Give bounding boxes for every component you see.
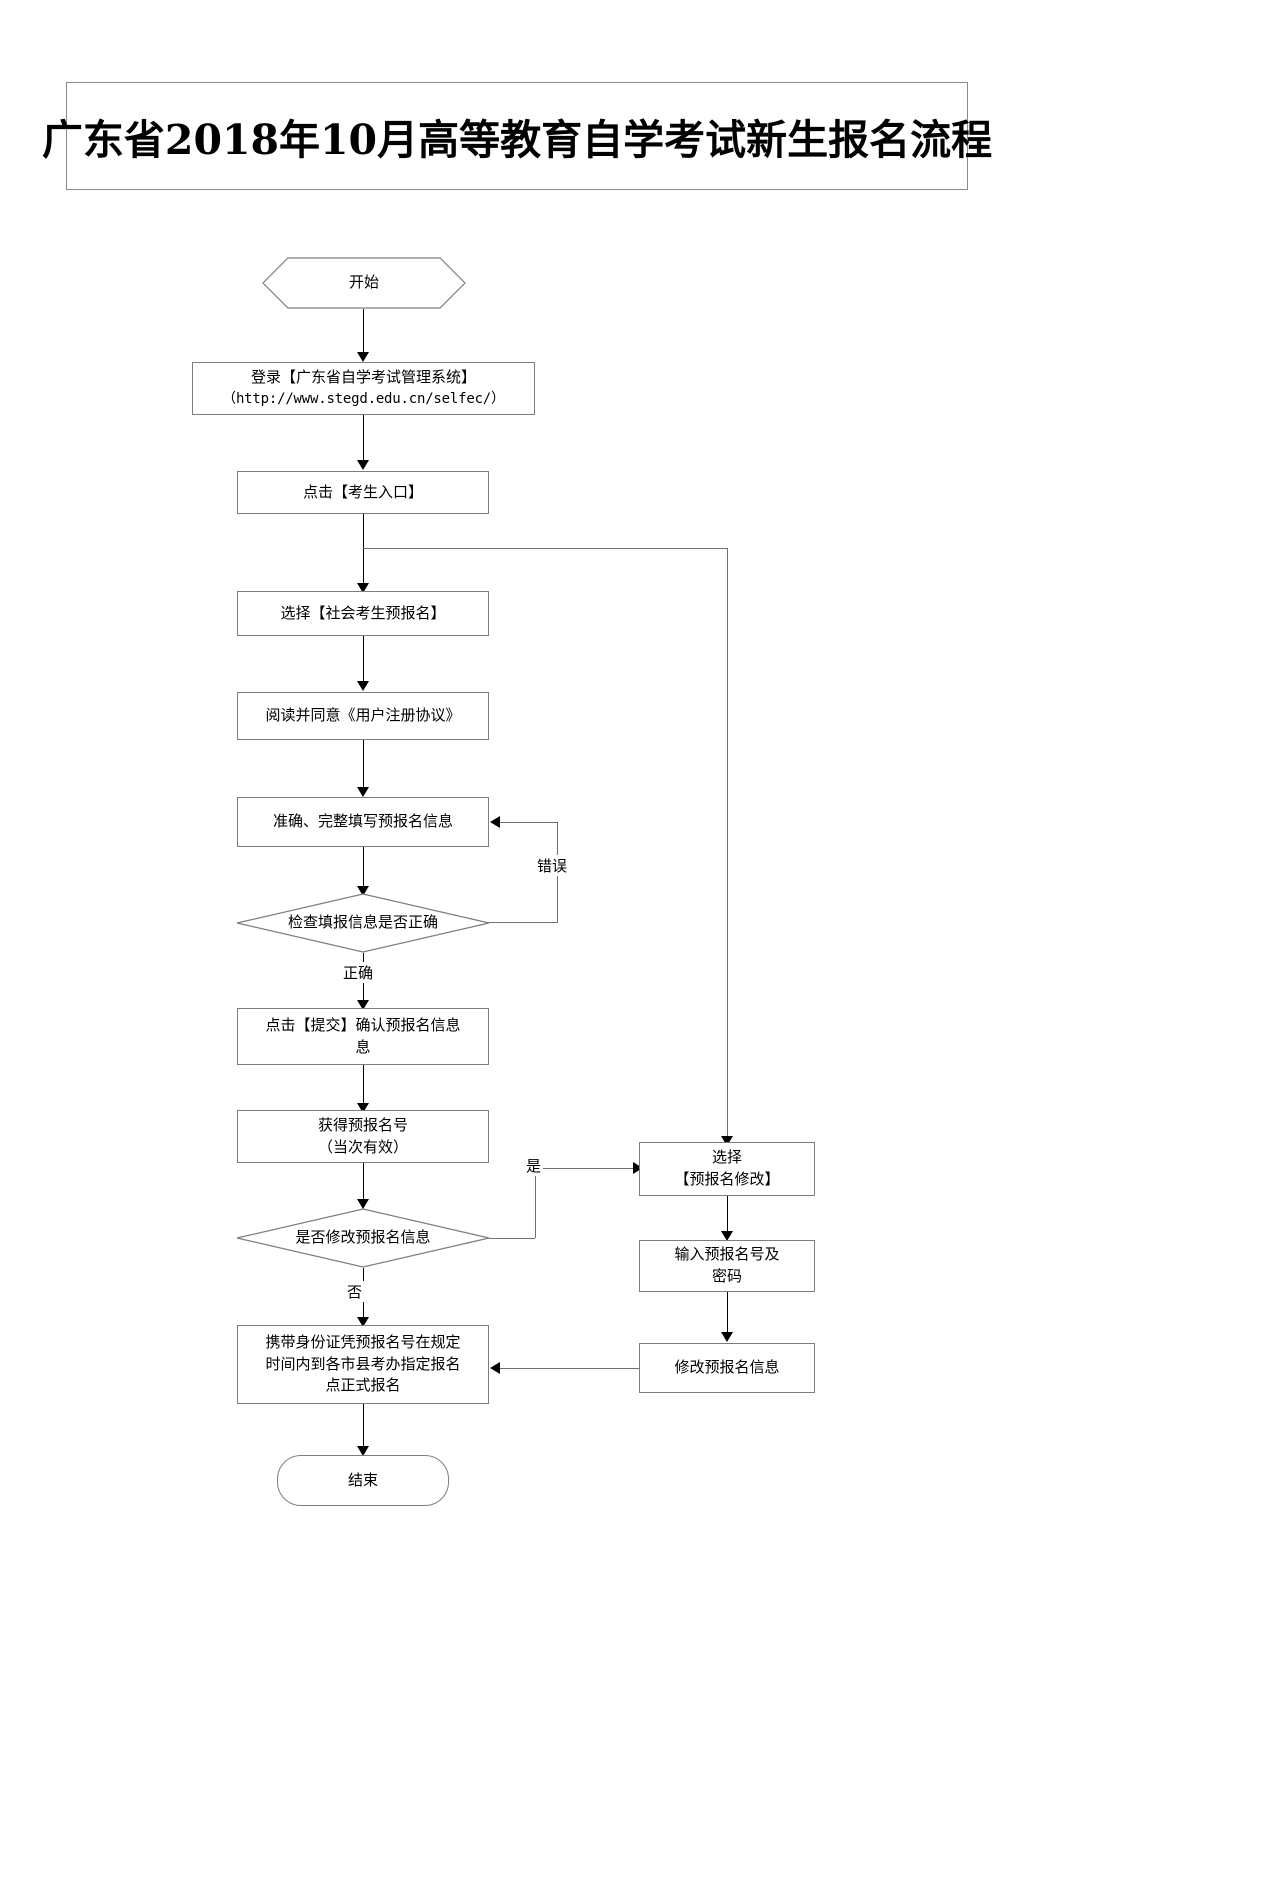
node-entry: 点击【考生入口】 bbox=[237, 471, 489, 514]
arrowhead-entry bbox=[357, 460, 369, 470]
node-login-line1: 登录【广东省自学考试管理系统】 bbox=[250, 368, 476, 387]
edge-fillinfo-checkinfo bbox=[363, 847, 364, 889]
node-login: 登录【广东省自学考试管理系统】 （http://www.stegd.edu.cn… bbox=[192, 362, 535, 415]
node-getnumber-line1: 获得预报名号 bbox=[317, 1115, 408, 1134]
node-checkinfo: 检查填报信息是否正确 bbox=[236, 893, 490, 953]
node-agreement: 阅读并同意《用户注册协议》 bbox=[237, 692, 489, 740]
edge-start-login bbox=[363, 309, 364, 355]
hexagon-shape bbox=[262, 257, 466, 309]
arrowhead-getnumber bbox=[357, 1103, 369, 1113]
arrowhead-finalreg-from-right bbox=[490, 1362, 500, 1374]
node-fillinfo: 准确、完整填写预报名信息 bbox=[237, 797, 489, 847]
node-agreement-label: 阅读并同意《用户注册协议》 bbox=[265, 706, 461, 725]
node-domodify: 修改预报名信息 bbox=[639, 1343, 815, 1393]
edge-getnumber-modifyq bbox=[363, 1163, 364, 1202]
arrowhead-fillinfo-loop bbox=[490, 816, 500, 828]
page-title: 广东省2018年10月高等教育自学考试新生报名流程 bbox=[41, 116, 993, 164]
node-finalreg-line3: 点正式报名 bbox=[325, 1376, 401, 1395]
edge-label-error: 错误 bbox=[535, 855, 570, 876]
arrowhead-fillinfo bbox=[357, 787, 369, 797]
edge-label-yes: 是 bbox=[524, 1155, 544, 1176]
node-inputnumber: 输入预报名号及 密码 bbox=[639, 1240, 815, 1292]
edge-agreement-fillinfo bbox=[363, 740, 364, 790]
node-submit-line2: 息 bbox=[355, 1037, 371, 1056]
edge-finalreg-end bbox=[363, 1404, 364, 1449]
node-start-label: 开始 bbox=[348, 273, 379, 292]
arrowhead-yes-selectmodify bbox=[633, 1162, 643, 1174]
node-finalreg-line1: 携带身份证凭预报名号在规定 bbox=[265, 1332, 461, 1351]
node-getnumber-line2: （当次有效） bbox=[317, 1137, 408, 1156]
node-modifyq: 是否修改预报名信息 bbox=[236, 1208, 490, 1268]
edge-prereg-agreement bbox=[363, 636, 364, 684]
edge-branch-vertical bbox=[727, 548, 728, 1139]
node-entry-label: 点击【考生入口】 bbox=[302, 482, 423, 501]
node-prereg: 选择【社会考生预报名】 bbox=[237, 591, 489, 636]
node-selectmodify-line1: 选择 bbox=[711, 1148, 742, 1167]
arrowhead-inputnumber bbox=[721, 1231, 733, 1241]
node-selectmodify-line2: 【预报名修改】 bbox=[674, 1170, 780, 1188]
arrowhead-domodify bbox=[721, 1332, 733, 1342]
node-start: 开始 bbox=[262, 257, 466, 309]
edge-branch-horizontal bbox=[363, 548, 727, 549]
node-getnumber: 获得预报名号 （当次有效） bbox=[237, 1110, 489, 1163]
edge-label-correct: 正确 bbox=[341, 962, 376, 983]
arrowhead-finalreg bbox=[357, 1317, 369, 1327]
node-selectmodify: 选择 【预报名修改】 bbox=[639, 1142, 815, 1196]
edge-yes-horizontal-upper bbox=[535, 1168, 635, 1169]
node-finalreg: 携带身份证凭预报名号在规定 时间内到各市县考办指定报名 点正式报名 bbox=[237, 1325, 489, 1404]
node-checkinfo-label: 检查填报信息是否正确 bbox=[287, 913, 438, 932]
edge-error-horizontal-top bbox=[500, 822, 558, 823]
edge-entry-prereg bbox=[363, 514, 364, 586]
edge-inputnumber-domodify bbox=[727, 1292, 728, 1335]
edge-yes-horizontal-lower bbox=[489, 1238, 535, 1239]
arrowhead-checkinfo bbox=[357, 886, 369, 896]
node-inputnumber-line1: 输入预报名号及 bbox=[674, 1245, 780, 1264]
node-finalreg-line2: 时间内到各市县考办指定报名 bbox=[265, 1354, 461, 1373]
arrowhead-end bbox=[357, 1446, 369, 1456]
arrowhead-selectmodify bbox=[721, 1136, 733, 1146]
arrowhead-modifyq bbox=[357, 1199, 369, 1209]
diamond-shape-2 bbox=[236, 1208, 490, 1268]
edge-selectmodify-inputnumber bbox=[727, 1196, 728, 1234]
title-frame: 广东省2018年10月高等教育自学考试新生报名流程 bbox=[41, 82, 993, 190]
node-submit: 点击【提交】确认预报名信息 息 bbox=[237, 1008, 489, 1065]
node-login-line2: （http://www.stegd.edu.cn/selfec/） bbox=[222, 391, 505, 408]
diamond-shape bbox=[236, 893, 490, 953]
node-fillinfo-label: 准确、完整填写预报名信息 bbox=[272, 812, 453, 831]
edge-label-no: 否 bbox=[345, 1281, 365, 1302]
edge-domodify-finalreg bbox=[500, 1368, 639, 1369]
node-end-label: 结束 bbox=[347, 1470, 378, 1489]
arrowhead-prereg bbox=[357, 583, 369, 593]
arrowhead-login bbox=[357, 352, 369, 362]
edge-yes-vertical bbox=[535, 1168, 536, 1238]
edge-login-entry bbox=[363, 415, 364, 463]
edge-error-horizontal-bottom bbox=[489, 922, 558, 923]
arrowhead-submit bbox=[357, 1000, 369, 1010]
arrowhead-agreement bbox=[357, 681, 369, 691]
node-domodify-label: 修改预报名信息 bbox=[674, 1358, 780, 1377]
node-end: 结束 bbox=[277, 1455, 449, 1506]
node-submit-line1: 点击【提交】确认预报名信息 bbox=[265, 1015, 461, 1034]
edge-submit-getnumber bbox=[363, 1065, 364, 1106]
node-modifyq-label: 是否修改预报名信息 bbox=[295, 1228, 431, 1247]
node-prereg-label: 选择【社会考生预报名】 bbox=[280, 603, 446, 622]
node-inputnumber-line2: 密码 bbox=[711, 1267, 742, 1285]
